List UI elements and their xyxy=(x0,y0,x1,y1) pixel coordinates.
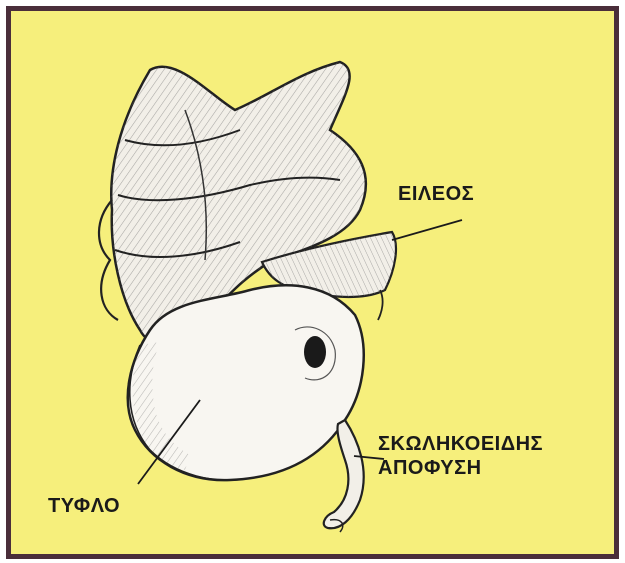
label-cecum: ΤΥΦΛΟ xyxy=(48,494,120,518)
label-appendix: ΣΚΩΛΗΚΟΕΙΔΗΣ ΑΠΟΦΥΣΗ xyxy=(378,432,543,480)
leader-line-ileum xyxy=(392,220,462,240)
ileocecal-orifice xyxy=(304,336,326,368)
label-ileum: ΕΙΛΕΟΣ xyxy=(398,182,474,206)
label-appendix-line2: ΑΠΟΦΥΣΗ xyxy=(378,456,543,480)
label-appendix-line1: ΣΚΩΛΗΚΟΕΙΔΗΣ xyxy=(378,432,543,456)
ileum-mesentery-edge xyxy=(378,290,383,320)
